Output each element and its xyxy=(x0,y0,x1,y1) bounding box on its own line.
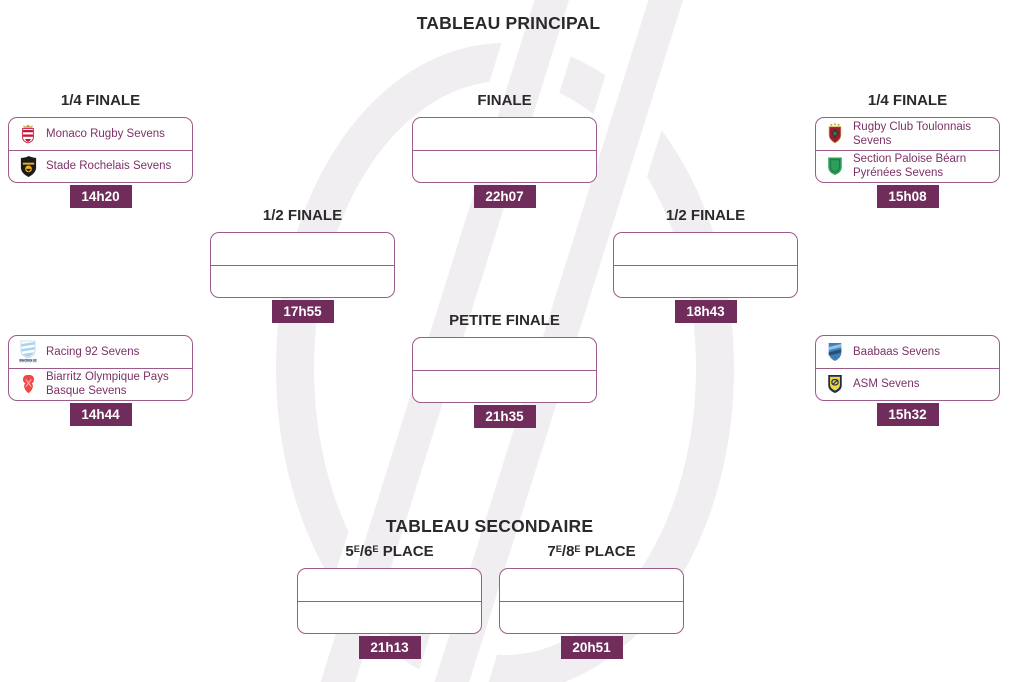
team-name: ASM Sevens xyxy=(853,378,920,391)
team-row: Baabaas Sevens xyxy=(816,336,999,368)
team-row: Section Paloise Béarn Pyrénées Sevens xyxy=(816,149,999,183)
team-name: Baabaas Sevens xyxy=(853,345,940,358)
round-title: PETITE FINALE xyxy=(449,312,560,329)
match-box: Rugby Club Toulonnais Sevens Section Pal… xyxy=(815,117,1000,183)
round-title: 5E/6E PLACE xyxy=(345,539,433,562)
secondary-bracket-title: TABLEAU SECONDAIRE xyxy=(385,516,594,536)
match-time-badge: 20h51 xyxy=(560,636,623,659)
match-final: FINALE 22h07 xyxy=(412,91,597,208)
racing-92-crest-icon: RACING 92 xyxy=(16,340,40,364)
team-name: Monaco Rugby Sevens xyxy=(46,127,165,140)
team-name: Racing 92 Sevens xyxy=(46,345,140,358)
match-time-badge: 14h20 xyxy=(69,185,132,208)
place-label-rest: PLACE xyxy=(580,543,636,560)
match-time-badge: 14h44 xyxy=(69,403,132,426)
team-row-empty xyxy=(614,264,797,298)
match-time-badge: 17h55 xyxy=(271,300,334,323)
match-5th-6th-place: 5E/6E PLACE 21h13 xyxy=(297,539,482,659)
team-row-empty xyxy=(413,118,596,150)
team-row-empty xyxy=(298,569,481,601)
match-time-badge: 21h35 xyxy=(473,405,536,428)
team-row-empty xyxy=(614,233,797,265)
round-title: FINALE xyxy=(477,92,532,109)
match-box xyxy=(499,568,684,634)
team-row-empty xyxy=(500,569,683,601)
match-quarterfinal-right-bottom: Baabaas Sevens ASM Sevens 15h32 xyxy=(815,335,1000,426)
match-time-badge: 21h13 xyxy=(358,636,421,659)
team-row: Biarritz Olympique Pays Basque Sevens xyxy=(9,367,192,401)
team-row: Monaco Rugby Sevens xyxy=(9,118,192,150)
match-quarterfinal-left-bottom: RACING 92 Racing 92 Sevens Biarritz Olym… xyxy=(8,335,193,426)
match-box xyxy=(210,232,395,298)
team-name: Section Paloise Béarn Pyrénées Sevens xyxy=(853,153,967,180)
monaco-crest-icon xyxy=(16,122,40,146)
match-time-badge: 22h07 xyxy=(473,185,536,208)
asm-crest-icon xyxy=(823,373,847,395)
team-row: Rugby Club Toulonnais Sevens xyxy=(816,118,999,150)
round-title: 1/4 FINALE xyxy=(60,92,141,109)
match-semifinal-right: 1/2 FINALE 18h43 xyxy=(613,206,798,323)
team-row: RACING 92 Racing 92 Sevens xyxy=(9,336,192,368)
match-box: Baabaas Sevens ASM Sevens xyxy=(815,335,1000,401)
team-row-empty xyxy=(211,233,394,265)
team-name: Rugby Club Toulonnais Sevens xyxy=(853,120,972,147)
match-time-badge: 18h43 xyxy=(674,300,737,323)
match-box xyxy=(297,568,482,634)
team-row: Stade Rochelais Sevens xyxy=(9,149,192,183)
round-title: 1/4 FINALE xyxy=(867,92,948,109)
place-label-num: 5 xyxy=(345,543,354,560)
stade-rochelais-crest-icon xyxy=(16,155,40,178)
baabaas-crest-icon xyxy=(823,341,847,363)
match-box: RACING 92 Racing 92 Sevens Biarritz Olym… xyxy=(8,335,193,401)
round-title: 1/2 FINALE xyxy=(665,207,746,224)
round-title: 7E/8E PLACE xyxy=(547,539,635,562)
match-time-badge: 15h08 xyxy=(876,185,939,208)
round-title: 1/2 FINALE xyxy=(262,207,343,224)
match-semifinal-left: 1/2 FINALE 17h55 xyxy=(210,206,395,323)
match-quarterfinal-right-top: 1/4 FINALE Rugby Club Toulonnais Sev xyxy=(815,91,1000,208)
team-name: Stade Rochelais Sevens xyxy=(46,160,172,173)
svg-text:RACING 92: RACING 92 xyxy=(19,358,36,362)
toulon-crest-icon xyxy=(823,122,847,145)
match-petite-finale: PETITE FINALE 21h35 xyxy=(412,311,597,428)
match-box xyxy=(412,117,597,183)
match-quarterfinal-left-top: 1/4 FINALE Monaco Rugby Sevens xyxy=(8,91,193,208)
match-box: Monaco Rugby Sevens Stade Rochelais Seve… xyxy=(8,117,193,183)
place-label-rest: PLACE xyxy=(378,543,434,560)
match-box xyxy=(412,337,597,403)
match-time-badge: 15h32 xyxy=(876,403,939,426)
biarritz-crest-icon xyxy=(16,373,40,395)
team-row-empty xyxy=(298,600,481,634)
place-label-num: 7 xyxy=(547,543,556,560)
match-7th-8th-place: 7E/8E PLACE 20h51 xyxy=(499,539,684,659)
team-row-empty xyxy=(413,338,596,370)
team-row: ASM Sevens xyxy=(816,367,999,401)
team-name: Biarritz Olympique Pays Basque Sevens xyxy=(46,371,169,398)
team-row-empty xyxy=(413,149,596,183)
team-row-empty xyxy=(500,600,683,634)
section-paloise-crest-icon xyxy=(823,155,847,177)
team-row-empty xyxy=(413,369,596,403)
main-bracket-title: TABLEAU PRINCIPAL xyxy=(416,13,601,33)
team-row-empty xyxy=(211,264,394,298)
match-box xyxy=(613,232,798,298)
